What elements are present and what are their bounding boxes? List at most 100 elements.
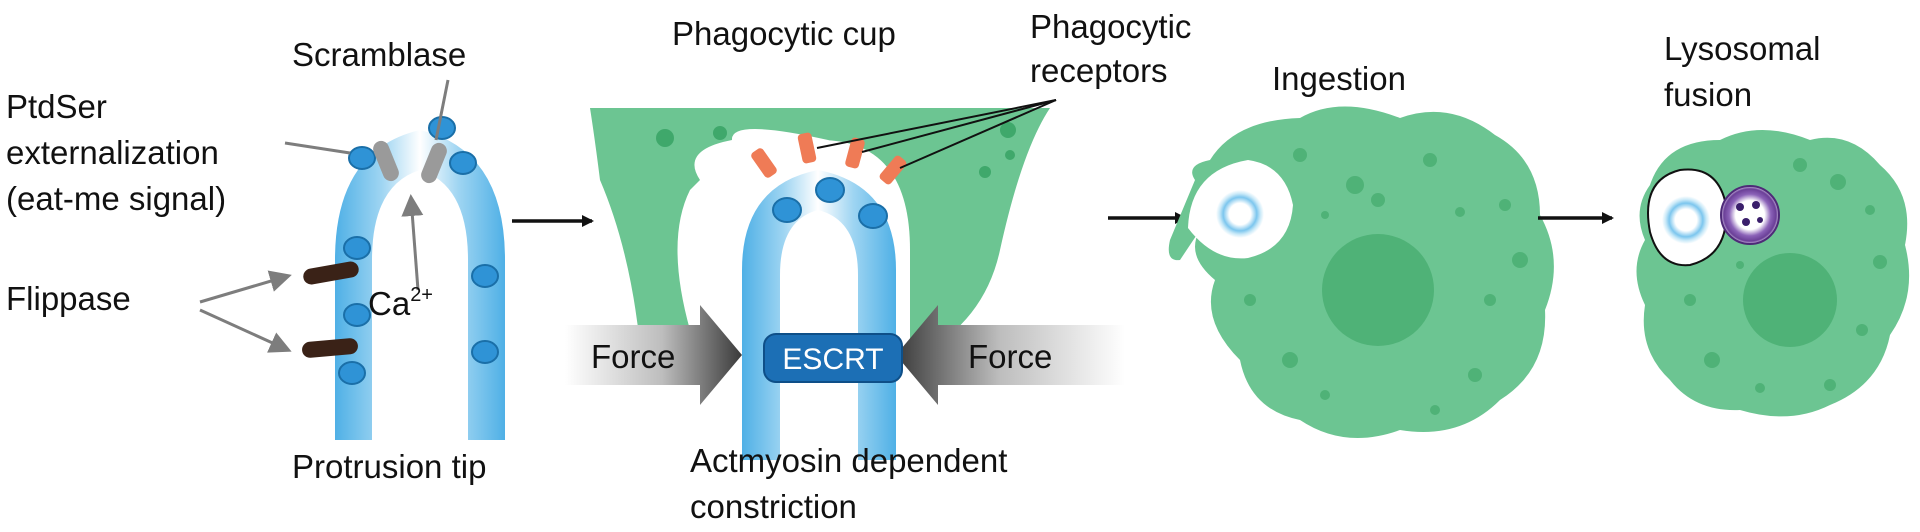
receptor-leader-line	[816, 99, 1057, 149]
flippase-proteins	[302, 261, 359, 358]
granule	[1005, 150, 1015, 160]
granule	[1293, 148, 1307, 162]
granule	[1499, 199, 1511, 211]
granule	[1346, 176, 1364, 194]
granule	[1755, 383, 1765, 393]
granule	[656, 129, 674, 147]
force-label-right: Force	[968, 338, 1052, 375]
flippase-label: Flippase	[6, 280, 131, 317]
cup-vesicle	[772, 197, 802, 223]
flippase-arrow-lower	[199, 308, 292, 353]
ptdser-label-line1: PtdSer	[6, 88, 107, 125]
ingested-particle	[1216, 190, 1264, 238]
granule	[713, 126, 727, 140]
granule	[1371, 193, 1385, 207]
ingestion-nucleus	[1322, 234, 1434, 346]
ptdser-vesicle	[343, 236, 371, 260]
ptdser-vesicle	[471, 264, 499, 288]
granule	[1244, 294, 1256, 306]
granule	[1512, 252, 1528, 268]
calcium-label-superscript: 2+	[410, 284, 433, 306]
scramblase-label: Scramblase	[292, 36, 466, 73]
panel-phagocytic-cup: ESCRT Force Force Phagocytic cup Phagocy…	[565, 8, 1191, 525]
ptdser-label-line2: externalization	[6, 134, 219, 171]
granule	[1684, 294, 1696, 306]
receptor-leader-line	[899, 99, 1057, 169]
panel-lysosomal-fusion: Lysosomal fusion	[1636, 30, 1910, 417]
ptdser-vesicle	[471, 340, 499, 364]
ptdser-vesicle	[343, 303, 371, 327]
ptdser-leader-line	[284, 141, 351, 155]
flippase-arrow-upper	[199, 270, 292, 304]
ptdser-vesicles	[338, 116, 499, 385]
panel-ingestion: Ingestion	[1168, 60, 1554, 438]
escrt-complex	[763, 333, 903, 383]
escrt-label: ESCRT	[782, 343, 883, 376]
enzyme	[1742, 218, 1750, 226]
granule	[1468, 368, 1482, 382]
phagocytic-receptors-label-line2: receptors	[1030, 52, 1168, 89]
granule	[1321, 211, 1329, 219]
cup-membrane-right	[818, 170, 896, 460]
force-label-left: Force	[591, 338, 675, 375]
flippase-bar	[302, 338, 358, 358]
cup-membrane-left	[742, 170, 818, 460]
cup-vesicle	[858, 203, 888, 229]
receptor-leader-line	[861, 99, 1057, 153]
force-arrow-left	[565, 305, 742, 405]
calcium-label: Ca2+	[368, 284, 433, 322]
lysosome-enzymes	[1736, 201, 1763, 226]
granule	[1320, 390, 1330, 400]
scramblase-leader-line	[434, 79, 450, 141]
ingestion-granules	[1244, 148, 1528, 415]
cup-vesicles	[772, 177, 888, 229]
ptdser-vesicle	[338, 361, 366, 385]
granule	[1455, 207, 1465, 217]
granule	[979, 166, 991, 178]
phagosome-particle	[1662, 196, 1710, 244]
flippase-bar	[303, 261, 359, 285]
granule	[1824, 379, 1836, 391]
panel-protrusion-tip: PtdSer externalization (eat-me signal) S…	[6, 36, 505, 485]
granule	[1430, 405, 1440, 415]
ptdser-label-line3: (eat-me signal)	[6, 180, 226, 217]
scramblase-bar	[373, 140, 399, 182]
lysosomal-label-line2: fusion	[1664, 76, 1752, 113]
cup-vesicle	[815, 177, 845, 203]
cup-granules	[656, 122, 1016, 178]
receptor	[879, 155, 907, 185]
receptor	[751, 148, 777, 178]
lysosomal-nucleus	[1743, 253, 1837, 347]
force-arrow-right	[896, 305, 1125, 405]
granule	[1704, 352, 1720, 368]
enzyme	[1752, 201, 1760, 209]
actomyosin-label-line1: Actmyosin dependent	[690, 442, 1007, 479]
scramblase-bar	[421, 142, 447, 184]
enzyme	[1736, 203, 1744, 211]
granule	[1856, 324, 1868, 336]
granule	[1484, 294, 1496, 306]
phagocyte-cup-body	[590, 108, 1050, 357]
scramblase-proteins	[373, 140, 447, 184]
granule	[1793, 158, 1807, 172]
granule	[1282, 352, 1298, 368]
ptdser-vesicle	[428, 116, 456, 140]
actomyosin-label-line2: constriction	[690, 488, 857, 525]
granule	[1865, 205, 1875, 215]
phagocytic-cup-label: Phagocytic cup	[672, 15, 896, 52]
granule	[1423, 153, 1437, 167]
phagocytic-receptors-label-line1: Phagocytic	[1030, 8, 1191, 45]
calcium-arrow	[401, 194, 424, 291]
granule	[1873, 255, 1887, 269]
lysosomal-label-line1: Lysosomal	[1664, 30, 1821, 67]
receptor	[797, 132, 817, 164]
granule	[1830, 174, 1846, 190]
receptor	[845, 137, 865, 169]
ingestion-label: Ingestion	[1272, 60, 1406, 97]
granule	[1736, 261, 1744, 269]
enzyme	[1757, 217, 1763, 223]
phagocytic-receptors	[751, 132, 907, 185]
ptdser-vesicle	[449, 151, 477, 175]
calcium-label-base: Ca	[368, 285, 411, 322]
